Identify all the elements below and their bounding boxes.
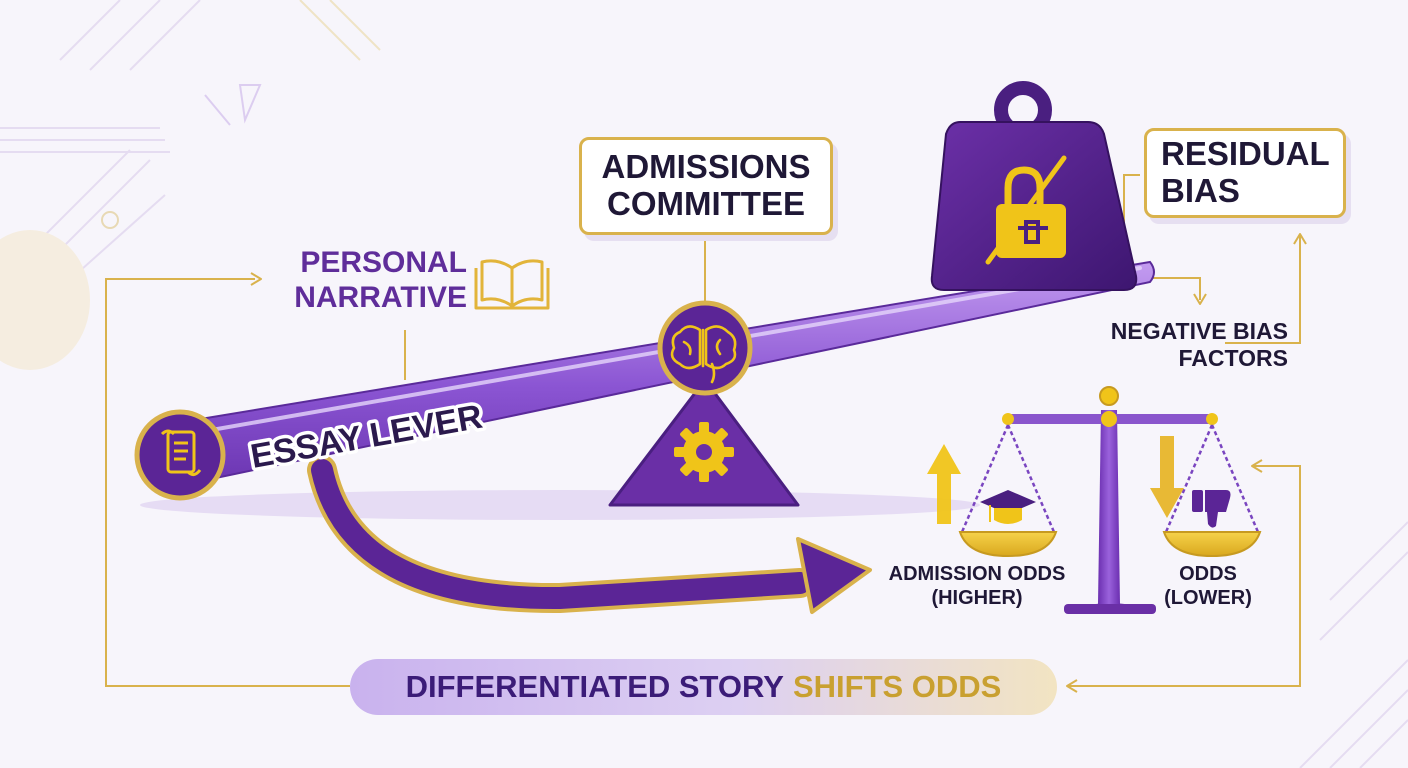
higher-line-1: ADMISSION ODDS: [888, 563, 1066, 585]
background-blob: [0, 230, 90, 370]
balance-scale-icon: [958, 386, 1262, 614]
up-arrow-icon: [927, 444, 961, 524]
admission-odds-higher-label: ADMISSION ODDS (HIGHER): [872, 563, 1082, 610]
gear-icon: [674, 422, 734, 482]
residual-bias-weight: [930, 81, 1138, 291]
lever-end-cap: [134, 409, 226, 501]
personal-line-1: PERSONAL: [300, 246, 467, 279]
lower-line-2: (LOWER): [1164, 586, 1252, 609]
banner-text-accent: SHIFTS ODDS: [792, 669, 1002, 704]
banner-text-primary: DIFFERENTIATED STORY: [405, 669, 784, 704]
negative-line-2: FACTORS: [1178, 344, 1288, 371]
scroll-icon: [160, 429, 202, 477]
ground-shadow: [140, 490, 980, 520]
committee-line-1: ADMISSIONS: [601, 148, 811, 186]
negative-bias-factors-label: NEGATIVE BIAS FACTORS: [1048, 318, 1288, 371]
higher-line-2: (HIGHER): [931, 586, 1023, 609]
summary-banner: DIFFERENTIATED STORY SHIFTS ODDS: [350, 659, 1057, 715]
book-icon: [474, 259, 550, 310]
odds-lower-label: ODDS (LOWER): [1158, 563, 1258, 610]
graduation-cap-icon: [980, 490, 1036, 524]
residual-bias-box: RESIDUAL BIAS: [1144, 128, 1346, 218]
thumbs-down-icon: [1192, 490, 1231, 528]
feedback-loop-lines: [105, 174, 1307, 693]
lower-line-1: ODDS: [1179, 563, 1237, 585]
personal-line-2: NARRATIVE: [294, 280, 467, 314]
negative-line-1: NEGATIVE BIAS: [1110, 318, 1288, 344]
personal-narrative-label: PERSONAL NARRATIVE: [262, 246, 467, 316]
down-arrow-icon: [1150, 436, 1184, 518]
admissions-committee-box: ADMISSIONS COMMITTEE: [579, 137, 833, 235]
bias-line-2: BIAS: [1161, 172, 1240, 209]
bias-line-1: RESIDUAL: [1161, 135, 1330, 173]
committee-line-2: COMMITTEE: [607, 185, 805, 222]
brain-icon: [670, 325, 737, 384]
odds-shift-arrow: [307, 455, 872, 614]
padlock-icon: [985, 155, 1067, 265]
